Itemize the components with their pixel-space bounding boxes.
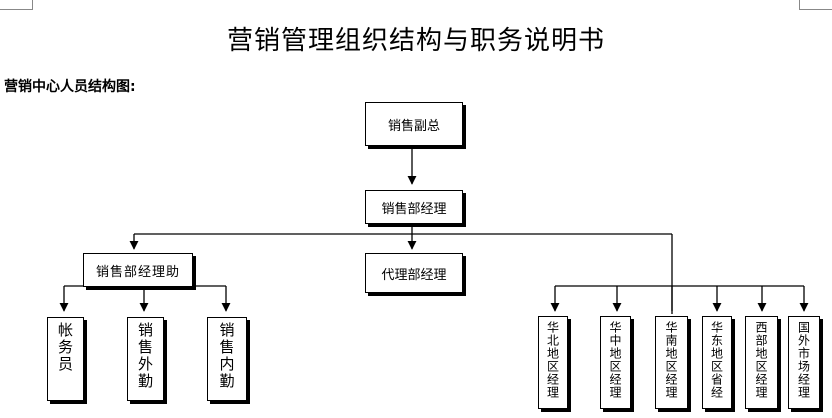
document-title: 营销管理组织结构与职务说明书 xyxy=(226,26,605,56)
node-east-china-manager-label: 华东地区省经 xyxy=(709,321,724,399)
node-field-sales: 销售外勤 xyxy=(127,317,164,401)
node-office-sales-label: 销售内勤 xyxy=(217,322,236,390)
node-office-sales: 销售内勤 xyxy=(207,317,247,401)
page-corner-mark-left xyxy=(0,0,33,10)
node-west-region-manager-label: 西部地区经理 xyxy=(754,321,768,399)
node-field-sales-label: 销售外勤 xyxy=(136,322,154,390)
node-overseas-market-manager-label: 国外市场经理 xyxy=(796,321,811,399)
node-central-china-manager-label: 华中地区经理 xyxy=(608,321,622,399)
page-corner-mark-right xyxy=(799,0,832,10)
node-south-china-manager: 华南地区经理 xyxy=(655,316,688,409)
node-south-china-manager-label: 华南地区经理 xyxy=(664,321,678,399)
node-sales-manager: 销售部经理 xyxy=(365,190,463,224)
node-accountant-label: 帐务员 xyxy=(56,322,74,373)
node-accountant: 帐务员 xyxy=(47,317,84,401)
node-sales-manager-label: 销售部经理 xyxy=(381,201,447,217)
node-sales-vp-label: 销售副总 xyxy=(387,118,440,134)
node-agent-manager-label: 代理部经理 xyxy=(381,267,447,283)
node-north-china-manager: 华北地区经理 xyxy=(538,316,568,409)
node-sales-manager-assistant-label: 销售部经理助 xyxy=(95,264,180,280)
node-overseas-market-manager: 国外市场经理 xyxy=(788,316,820,409)
node-central-china-manager: 华中地区经理 xyxy=(600,316,631,409)
node-agent-manager: 代理部经理 xyxy=(365,253,463,293)
node-east-china-manager: 华东地区省经 xyxy=(702,316,732,409)
node-sales-vp: 销售副总 xyxy=(365,102,463,146)
node-sales-manager-assistant: 销售部经理助 xyxy=(83,253,193,287)
node-north-china-manager-label: 华北地区经理 xyxy=(545,321,560,399)
node-west-region-manager: 西部地区经理 xyxy=(745,316,778,409)
section-heading: 营销中心人员结构图: xyxy=(4,79,136,95)
